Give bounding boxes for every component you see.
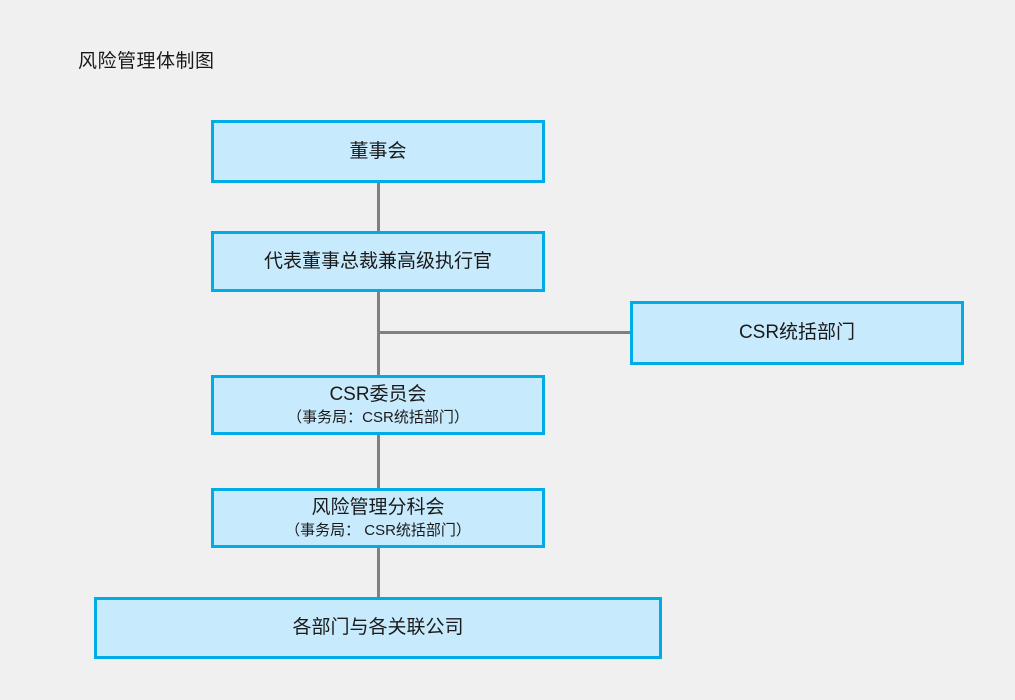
node-risk-management-subcommittee[interactable]: 风险管理分科会 （事务局： CSR统括部门） <box>211 488 545 548</box>
node-board-of-directors[interactable]: 董事会 <box>211 120 545 183</box>
node-csr-committee-secretariat: （事务局：CSR统括部门） <box>287 408 469 426</box>
connector-board-to-ceo <box>377 182 380 232</box>
connector-risk-subcommittee-to-departments <box>377 547 380 598</box>
node-departments-and-affiliates[interactable]: 各部门与各关联公司 <box>94 597 662 659</box>
node-ceo-label: 代表董事总裁兼高级执行官 <box>263 250 492 272</box>
connector-csr-committee-to-risk-subcommittee <box>377 434 380 490</box>
connector-ceo-branch-to-csr-dept <box>377 331 631 334</box>
node-board-label: 董事会 <box>349 140 407 162</box>
page-title: 风险管理体制图 <box>78 51 215 72</box>
node-csr-department-label: CSR统括部门 <box>738 322 856 344</box>
node-risk-subcommittee-secretariat: （事务局： CSR统括部门） <box>285 521 471 539</box>
node-ceo[interactable]: 代表董事总裁兼高级执行官 <box>211 231 545 292</box>
node-csr-committee[interactable]: CSR委员会 （事务局：CSR统括部门） <box>211 375 545 435</box>
node-csr-committee-label: CSR委员会 <box>329 383 427 405</box>
node-departments-label: 各部门与各关联公司 <box>292 617 464 639</box>
node-risk-subcommittee-label: 风险管理分科会 <box>311 496 445 518</box>
node-csr-department[interactable]: CSR统括部门 <box>630 301 964 365</box>
